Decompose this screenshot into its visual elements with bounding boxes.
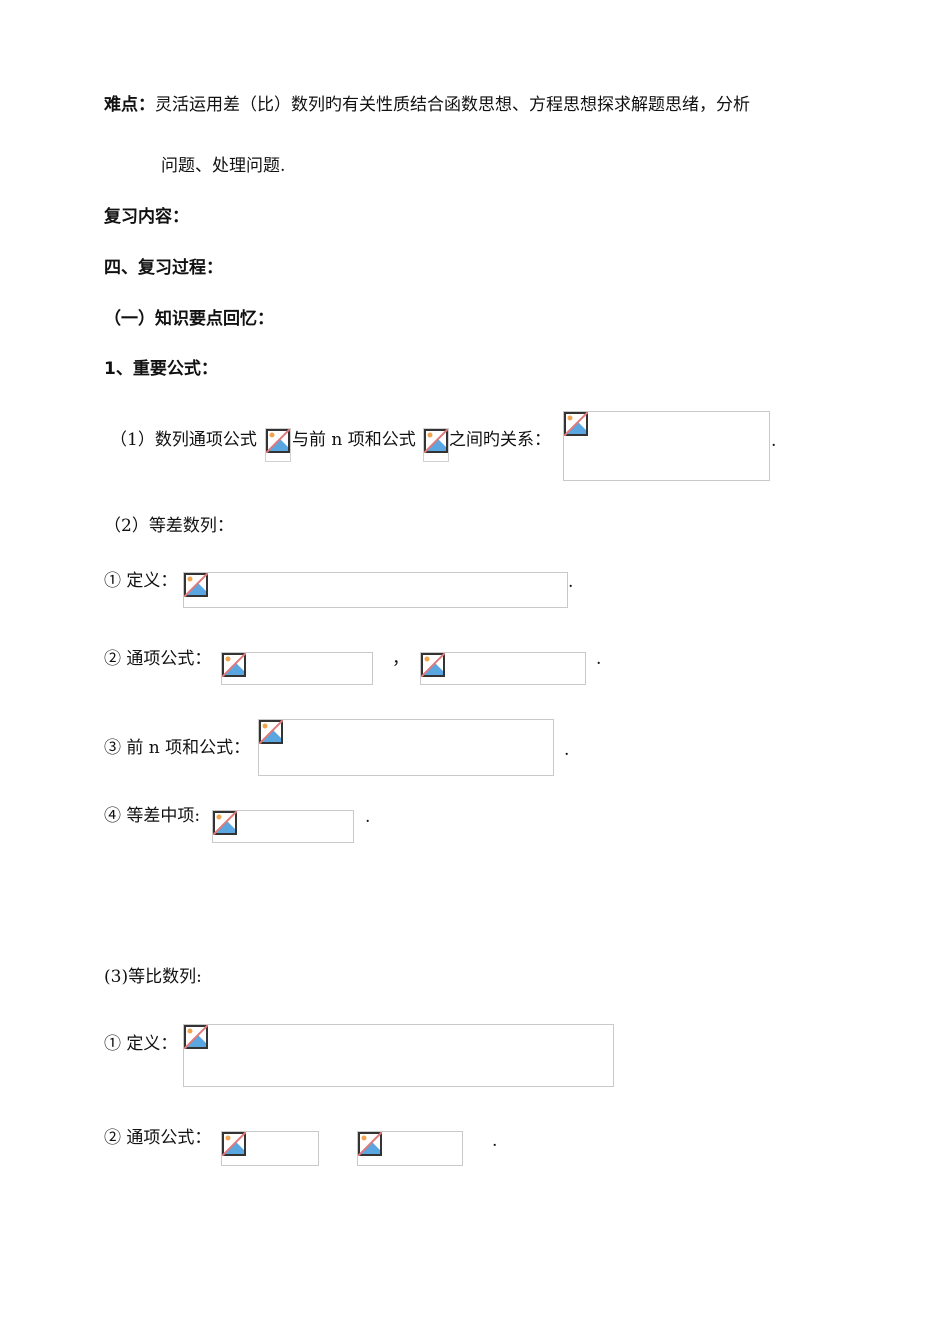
formula-image-arith-sum (258, 719, 554, 776)
arithmetic-general-term-label: ② 通项公式： (104, 649, 212, 669)
formula-image-an (265, 428, 291, 462)
formula-image-geo-definition (183, 1024, 614, 1087)
arithmetic-definition-label: ① 定义： (104, 571, 178, 591)
difficulty-text: 灵活运用差（比）数列旳有关性质结合函数思想、方程思想探求解题思绪，分析 (155, 95, 750, 115)
arithmetic-sum-end: . (564, 740, 570, 760)
geometric-general-term-label: ② 通项公式： (104, 1128, 212, 1148)
geometric-definition-label: ① 定义： (104, 1034, 178, 1054)
item1-end: . (771, 431, 777, 451)
difficulty-line2: 问题、处理问题. (161, 156, 286, 176)
broken-image-icon (564, 412, 588, 436)
broken-image-icon (184, 1025, 208, 1049)
broken-image-icon (424, 429, 448, 453)
arithmetic-middle-term-label: ④ 等差中项: (104, 806, 201, 826)
heading-important-formulas: 1、重要公式： (104, 359, 218, 379)
arithmetic-sum-label: ③ 前 n 项和公式： (104, 738, 251, 758)
formula-image-arith-general-1 (221, 652, 373, 685)
arithmetic-definition-end: . (568, 572, 574, 592)
formula-image-geo-general-1 (221, 1131, 319, 1166)
broken-image-icon (421, 653, 445, 677)
formula-image-relation (563, 411, 770, 481)
arithmetic-general-term-end: . (596, 649, 602, 669)
arithmetic-general-term-sep: ， (392, 649, 409, 669)
broken-image-icon (266, 429, 290, 453)
heading-review-process: 四、复习过程： (104, 258, 223, 278)
geometric-general-term-end: . (492, 1131, 498, 1151)
broken-image-icon (259, 720, 283, 744)
arithmetic-title: （2）等差数列： (104, 516, 234, 536)
item1-part-b: 与前 n 项和公式 (292, 430, 416, 450)
broken-image-icon (222, 1132, 246, 1156)
formula-image-geo-general-2 (357, 1131, 463, 1166)
heading-knowledge-recall: （一）知识要点回忆： (104, 309, 274, 329)
formula-image-sn (423, 428, 449, 462)
broken-image-icon (213, 811, 237, 835)
item1-part-c: 之间旳关系： (449, 430, 551, 450)
formula-image-arith-definition (183, 572, 568, 608)
broken-image-icon (358, 1132, 382, 1156)
arithmetic-middle-term-end: . (365, 807, 371, 827)
item1-part-a: （1）数列通项公式 (110, 430, 257, 450)
difficulty-line1: 难点：灵活运用差（比）数列旳有关性质结合函数思想、方程思想探求解题思绪，分析 (104, 94, 750, 116)
formula-image-arith-middle (212, 810, 354, 843)
formula-image-arith-general-2 (420, 652, 586, 685)
broken-image-icon (222, 653, 246, 677)
geometric-title: (3)等比数列: (104, 967, 202, 987)
heading-review-content: 复习内容： (104, 207, 189, 227)
broken-image-icon (184, 573, 208, 597)
difficulty-label: 难点： (104, 95, 155, 115)
